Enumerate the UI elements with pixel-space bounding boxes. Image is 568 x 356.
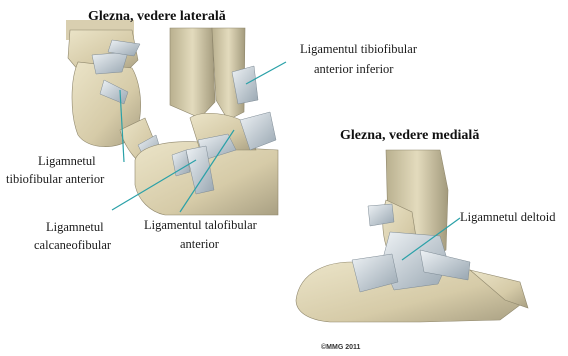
label-tibiofibular-anterior-line2: tibiofibular anterior: [6, 172, 104, 187]
medial-view-foot: [296, 150, 528, 322]
label-deltoid: Ligamnetul deltoid: [460, 210, 555, 225]
label-tibiofibular-anterior-inferior-line1: Ligamentul tibiofibular: [300, 42, 417, 57]
title-medial-view: Glezna, vedere medială: [340, 128, 479, 144]
label-calcaneofibular-line1: Ligamnetul: [46, 220, 104, 235]
label-talofibular-line2: anterior: [180, 237, 219, 252]
label-tibiofibular-anterior-inferior-line2: anterior inferior: [314, 62, 393, 77]
title-lateral-view: Glezna, vedere laterală: [88, 9, 226, 25]
label-tibiofibular-anterior-line1: Ligamnetul: [38, 154, 96, 169]
label-talofibular-line1: Ligamentul talofibular: [144, 218, 257, 233]
copyright-text: ©MMG 2011: [321, 344, 360, 351]
lateral-view-side-foot: [135, 28, 278, 215]
label-calcaneofibular-line2: calcaneofibular: [34, 238, 111, 253]
lateral-view-front-foot: [66, 20, 160, 170]
